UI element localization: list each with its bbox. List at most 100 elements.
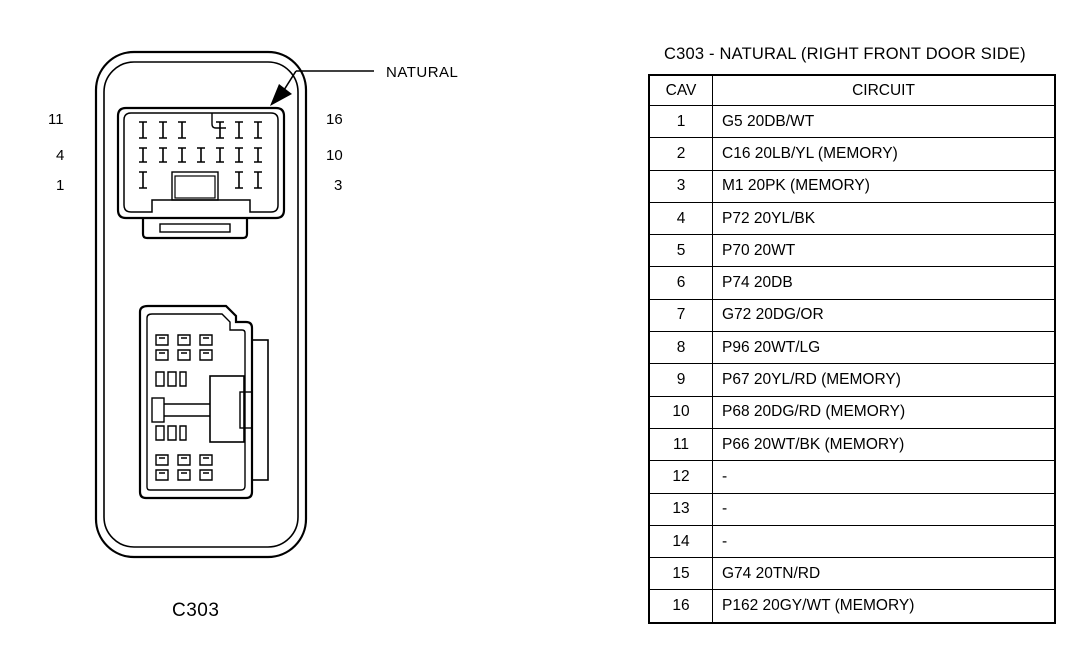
lower-terminal [177, 334, 191, 346]
lower-terminal [155, 469, 169, 481]
upper-connector-cavity-wall [123, 112, 279, 213]
circuit-cell: M1 20PK (MEMORY) [712, 169, 1056, 203]
circuit-cell: P74 20DB [712, 266, 1056, 300]
upper-terminal [254, 171, 262, 189]
lower-terminal [155, 349, 169, 361]
lower-connector-key [151, 397, 165, 423]
connector-id-label: C303 [172, 600, 220, 621]
connector-body-inner-outline [103, 61, 299, 548]
upper-terminal-grid [139, 121, 262, 189]
connector-diagram: 11 4 1 16 10 3 NATURAL C303 [48, 50, 459, 621]
lower-terminal [177, 454, 191, 466]
upper-terminal [178, 147, 186, 163]
lower-terminal-grid [155, 334, 213, 481]
lower-terminal [199, 454, 213, 466]
cav-cell: 7 [648, 298, 713, 333]
cav-cell: 16 [648, 589, 713, 624]
circuit-cell: C16 20LB/YL (MEMORY) [712, 137, 1056, 171]
circuit-cell: P68 20DG/RD (MEMORY) [712, 395, 1056, 429]
circuit-cell: P162 20GY/WT (MEMORY) [712, 589, 1056, 624]
upper-terminal [235, 171, 243, 189]
cav-cell: 8 [648, 331, 713, 365]
cav-cell: 14 [648, 524, 713, 559]
circuit-cell: P66 20WT/BK (MEMORY) [712, 427, 1056, 462]
upper-terminal [216, 147, 224, 163]
lower-connector-latch-tab [239, 391, 253, 429]
table-row: 13- [648, 492, 1056, 526]
cav-cell: 1 [648, 104, 713, 139]
table-row: 14- [648, 524, 1056, 559]
upper-terminal [139, 147, 147, 163]
lower-terminal [199, 349, 213, 361]
pin-label-4: 4 [56, 147, 65, 164]
circuit-header: CIRCUIT [712, 74, 1056, 106]
lower-terminal [199, 334, 213, 346]
lower-terminal [199, 469, 213, 481]
upper-terminal [254, 121, 262, 139]
upper-terminal [139, 121, 147, 139]
cav-header: CAV [648, 74, 713, 106]
callout-arrow-shaft [283, 70, 297, 91]
pin-label-16: 16 [326, 111, 343, 128]
cav-cell: 13 [648, 492, 713, 526]
cav-cell: 9 [648, 363, 713, 397]
pin-label-10: 10 [326, 147, 343, 164]
circuit-cell: G5 20DB/WT [712, 104, 1056, 139]
upper-connector-latch [171, 171, 219, 201]
upper-connector-housing [116, 106, 286, 220]
pin-label-3: 3 [334, 177, 343, 194]
circuit-cell: P72 20YL/BK [712, 201, 1056, 236]
upper-connector-key [211, 113, 226, 129]
lower-blade-terminal [155, 371, 187, 387]
cav-cell: 6 [648, 266, 713, 300]
circuit-cell: P70 20WT [712, 234, 1056, 268]
table-row: 12- [648, 460, 1056, 494]
cav-cell: 15 [648, 557, 713, 591]
circuit-cell: G72 20DG/OR [712, 298, 1056, 333]
lower-terminal [155, 454, 169, 466]
upper-terminal [159, 147, 167, 163]
cav-cell: 2 [648, 137, 713, 171]
circuit-cell: - [712, 492, 1056, 526]
cav-cell: 5 [648, 234, 713, 268]
table-title: C303 - NATURAL (RIGHT FRONT DOOR SIDE) [664, 45, 1026, 63]
upper-connector-latch-inner [174, 175, 216, 199]
circuit-cell: - [712, 460, 1056, 494]
cav-cell: 12 [648, 460, 713, 494]
upper-terminal [178, 121, 186, 139]
lower-connector-housing [138, 304, 254, 500]
lower-blade-terminal [155, 425, 187, 441]
pin-label-11: 11 [48, 111, 64, 128]
cav-cell: 3 [648, 169, 713, 203]
pin-label-1: 1 [56, 177, 65, 194]
upper-terminal [139, 171, 147, 189]
lower-terminal [177, 349, 191, 361]
upper-terminal [216, 121, 224, 139]
cav-cell: 11 [648, 427, 713, 462]
connector-color-callout: NATURAL [386, 64, 459, 81]
lower-terminal [155, 334, 169, 346]
circuit-cell: G74 20TN/RD [712, 557, 1056, 591]
upper-terminal [235, 147, 243, 163]
upper-connector-lock-tab [141, 218, 249, 240]
table-header-row: CAV CIRCUIT [648, 74, 1056, 106]
cav-cell: 10 [648, 395, 713, 429]
lower-connector-inner-wall [146, 313, 246, 491]
upper-connector-lock-slot [159, 223, 231, 233]
circuit-cell: P96 20WT/LG [712, 331, 1056, 365]
